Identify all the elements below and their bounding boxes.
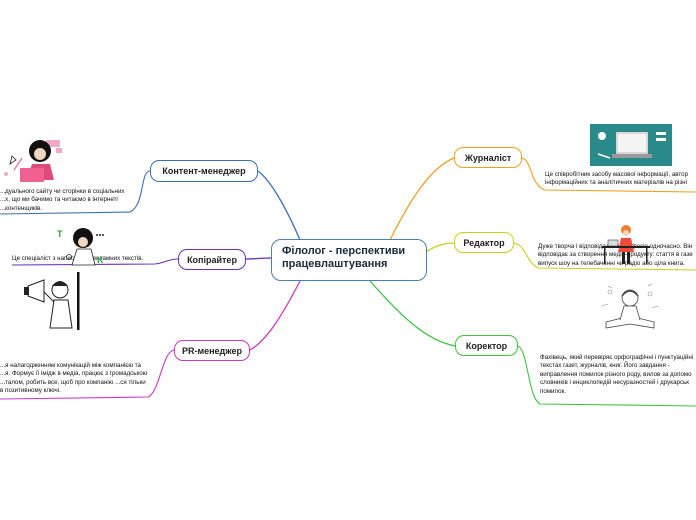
link-journalist-desc [521, 157, 696, 193]
copywriter-illustration: T K [57, 228, 104, 266]
corrector-reading-illustration [601, 283, 659, 329]
node-journalist[interactable]: Журналіст [454, 147, 522, 168]
central-topic-title: Філолог - перспективи працевлаштування [282, 245, 406, 270]
link-corrector-desc [517, 345, 696, 407]
link-corrector [369, 280, 456, 347]
node-pr-manager-label: PR-менеджер [181, 345, 243, 356]
megaphone-man-illustration [24, 272, 80, 330]
link-content-manager [257, 170, 301, 241]
link-copy-desc [11, 258, 179, 266]
node-pr-manager[interactable]: PR-менеджер [174, 340, 250, 361]
central-topic[interactable]: Філолог - перспективи працевлаштування [271, 239, 427, 281]
link-pr-desc [0, 349, 175, 400]
link-journalist [389, 157, 455, 241]
desc-journalist: Це співробітник засобу масової інформаці… [545, 171, 689, 187]
desc-pr-manager: ...я налагодженням комунікацій між компа… [0, 362, 148, 395]
journalist-laptop-illustration [590, 124, 672, 166]
editor-desk-illustration [602, 225, 650, 264]
node-copywriter-label: Копірайтер [187, 254, 237, 265]
link-pr-manager [249, 280, 301, 351]
node-content-manager-label: Контент-менеджер [162, 166, 246, 176]
node-editor[interactable]: Редактор [454, 232, 514, 253]
node-editor-label: Редактор [463, 237, 505, 248]
desc-content-manager: ...дуального сайту чи сторінки в соціаль… [0, 188, 125, 212]
node-content-manager[interactable]: Контент-менеджер [150, 160, 258, 182]
letter-t-glyph: T [57, 229, 63, 239]
woman-laptop-illustration [4, 140, 62, 182]
letter-k-glyph: K [97, 255, 104, 265]
node-journalist-label: Журналіст [464, 152, 512, 163]
link-copywriter [245, 257, 273, 260]
node-copywriter[interactable]: Копірайтер [178, 249, 246, 270]
link-editor [425, 242, 455, 253]
node-corrector[interactable]: Коректор [455, 335, 518, 356]
link-editor-desc [513, 242, 696, 271]
desc-corrector: Фахівець, який перевіряє орфографічні і … [540, 354, 694, 395]
node-corrector-label: Коректор [465, 340, 508, 351]
link-content-desc [0, 170, 151, 215]
